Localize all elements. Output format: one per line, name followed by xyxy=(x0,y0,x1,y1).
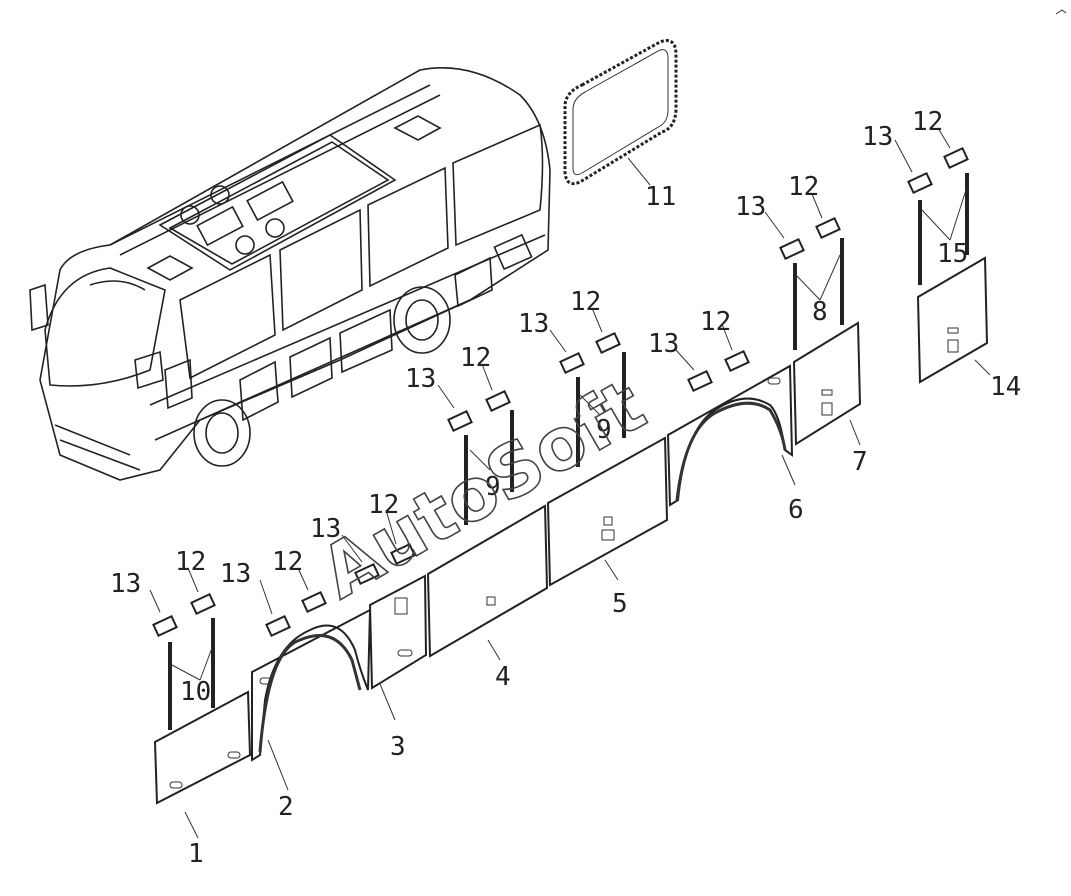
callout-12-b: 12 xyxy=(272,547,303,577)
gas-strut-set-8 xyxy=(793,238,844,350)
callout-13-c: 13 xyxy=(310,514,341,544)
callout-12-f: 12 xyxy=(700,307,731,337)
corner-mark xyxy=(1055,9,1067,15)
callout-13-g: 13 xyxy=(735,192,766,222)
callout-11: 11 xyxy=(645,182,676,212)
panel-part-3 xyxy=(368,574,428,690)
callout-10: 10 xyxy=(180,677,211,707)
panel-part-14 xyxy=(916,256,989,384)
callout-labels: 1 2 3 4 5 6 7 8 9 9 10 11 14 15 13 12 13… xyxy=(110,107,1021,869)
callout-13-d: 13 xyxy=(405,364,436,394)
callout-9b: 9 xyxy=(596,415,612,445)
callout-12-c: 12 xyxy=(368,490,399,520)
callout-3: 3 xyxy=(390,732,406,762)
panel-part-2 xyxy=(251,608,372,762)
leader-lines xyxy=(149,127,991,839)
gas-strut-set-9-left xyxy=(464,410,514,525)
callout-4: 4 xyxy=(495,662,511,692)
callout-8: 8 xyxy=(812,297,828,327)
callout-13-f: 13 xyxy=(648,329,679,359)
panel-part-7 xyxy=(792,321,862,446)
panel-part-1 xyxy=(153,690,252,805)
gas-strut-set-15 xyxy=(918,173,969,285)
callout-13-h: 13 xyxy=(862,122,893,152)
panel-part-5 xyxy=(546,436,669,587)
panel-part-4 xyxy=(426,504,549,658)
callout-7: 7 xyxy=(852,447,868,477)
panel-part-6 xyxy=(666,364,794,507)
callout-12-h: 12 xyxy=(912,107,943,137)
callout-12-a: 12 xyxy=(175,547,206,577)
callout-9a: 9 xyxy=(485,472,501,502)
callout-14: 14 xyxy=(990,372,1021,402)
callout-5: 5 xyxy=(612,589,628,619)
bus-illustration xyxy=(29,67,551,481)
callout-13-b: 13 xyxy=(220,559,251,589)
callout-13-e: 13 xyxy=(518,309,549,339)
callout-2: 2 xyxy=(278,792,294,822)
window-glass-part xyxy=(563,39,678,186)
callout-6: 6 xyxy=(788,495,804,525)
callout-1: 1 xyxy=(188,839,204,869)
gas-strut-set-10 xyxy=(168,618,215,730)
callout-12-e: 12 xyxy=(570,287,601,317)
hinge-bracket-parts xyxy=(152,147,969,637)
gas-strut-set-9-right xyxy=(576,352,626,467)
callout-13-a: 13 xyxy=(110,569,141,599)
callout-12-g: 12 xyxy=(788,172,819,202)
callout-12-d: 12 xyxy=(460,343,491,373)
callout-15: 15 xyxy=(937,239,968,269)
